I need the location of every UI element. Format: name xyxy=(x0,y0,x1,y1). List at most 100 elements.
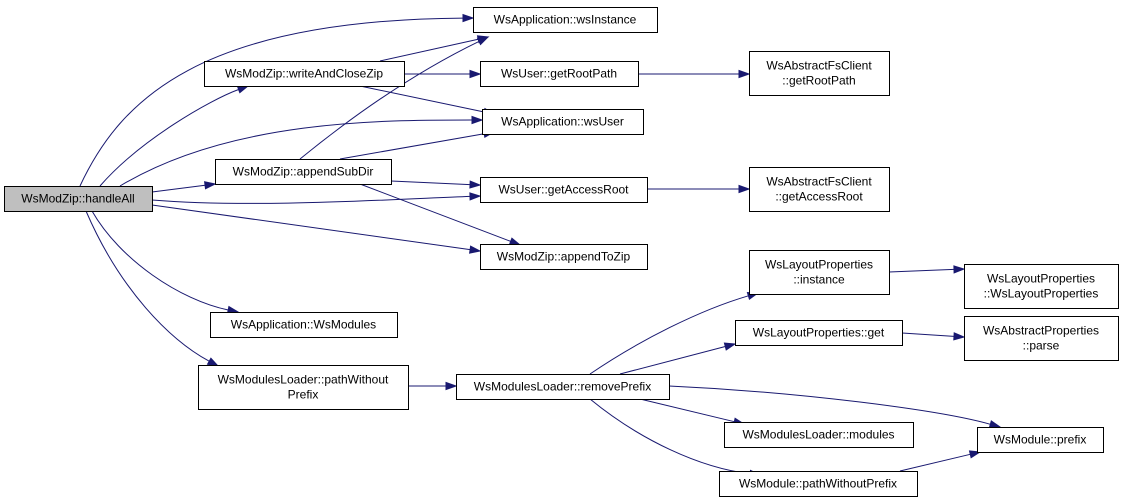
edge-line xyxy=(899,453,971,472)
node-box xyxy=(204,61,405,87)
node-label: WsModZip::appendSubDir xyxy=(233,165,374,179)
node-label: ::parse xyxy=(1023,339,1060,353)
edge-line xyxy=(99,89,239,187)
arrowhead xyxy=(469,245,482,254)
node-layout-ctor[interactable]: WsLayoutProperties::WsLayoutProperties xyxy=(964,264,1119,309)
edge-line xyxy=(359,85,485,113)
edge-line xyxy=(379,38,479,62)
edge-line xyxy=(888,268,955,273)
node-layout-instance[interactable]: WsLayoutProperties::instance xyxy=(749,250,890,295)
edge-line xyxy=(668,385,991,425)
node-box xyxy=(749,167,890,212)
node-label: WsAbstractFsClient xyxy=(766,175,872,189)
arrowhead xyxy=(953,265,966,274)
edge-handle-all-to-append-to-zip xyxy=(151,204,482,254)
arrowhead xyxy=(723,342,737,351)
arrowhead xyxy=(462,13,475,23)
node-remove-prefix[interactable]: WsModulesLoader::removePrefix xyxy=(456,374,670,400)
arrowhead xyxy=(988,420,1002,429)
edge-remove-prefix-to-layout-get xyxy=(619,342,737,375)
arrowhead xyxy=(471,115,484,125)
edge-write-and-close-zip-to-ws-instance xyxy=(379,35,490,62)
node-parse[interactable]: WsAbstractProperties::parse xyxy=(964,316,1119,361)
node-get-root-path[interactable]: WsUser::getRootPath xyxy=(480,61,639,87)
edge-line xyxy=(390,180,471,186)
edge-write-and-close-zip-to-ws-user xyxy=(359,85,496,116)
node-path-without-prefix-loader[interactable]: WsModulesLoader::pathWithoutPrefix xyxy=(198,365,409,410)
edge-line xyxy=(151,184,206,193)
node-box xyxy=(480,61,639,87)
node-box xyxy=(473,7,658,33)
edge-append-sub-dir-to-get-access-root xyxy=(390,180,482,189)
node-fs-get-root-path[interactable]: WsAbstractFsClient::getRootPath xyxy=(749,51,890,96)
node-label: ::instance xyxy=(793,273,845,287)
node-box xyxy=(977,427,1104,453)
node-prefix[interactable]: WsModule::prefix xyxy=(977,427,1104,453)
node-box xyxy=(749,51,890,96)
node-box xyxy=(735,320,903,346)
node-label: WsAbstractFsClient xyxy=(766,59,872,73)
arrowhead xyxy=(469,69,482,79)
edge-line xyxy=(589,398,751,475)
node-label: WsModZip::appendToZip xyxy=(497,250,631,264)
edge-line xyxy=(91,210,229,311)
edge-line xyxy=(151,195,471,204)
node-append-to-zip[interactable]: WsModZip::appendToZip xyxy=(480,244,648,270)
node-modules[interactable]: WsModulesLoader::modules xyxy=(724,422,914,448)
node-label: ::getAccessRoot xyxy=(775,190,863,204)
node-label: WsModulesLoader::removePrefix xyxy=(474,380,651,394)
node-write-and-close-zip[interactable]: WsModZip::writeAndCloseZip xyxy=(204,61,405,87)
edge-handle-all-to-path-without-prefix-loader xyxy=(85,210,220,367)
node-label: WsApplication::WsModules xyxy=(231,318,376,332)
edge-layout-get-to-parse xyxy=(901,332,966,341)
node-box xyxy=(4,186,153,212)
node-label: WsLayoutProperties::get xyxy=(753,326,885,340)
arrowhead xyxy=(206,357,220,367)
node-box xyxy=(480,177,648,203)
node-label: WsLayoutProperties xyxy=(765,258,873,272)
node-label: WsApplication::wsInstance xyxy=(494,13,637,27)
node-append-sub-dir[interactable]: WsModZip::appendSubDir xyxy=(215,159,392,185)
node-get-access-root[interactable]: WsUser::getAccessRoot xyxy=(480,177,648,203)
node-label: WsModZip::handleAll xyxy=(21,192,134,206)
node-box xyxy=(456,374,670,400)
node-box xyxy=(724,422,914,448)
node-label: WsModule::prefix xyxy=(994,433,1087,447)
node-ws-user[interactable]: WsApplication::wsUser xyxy=(482,109,644,135)
node-fs-get-access-root[interactable]: WsAbstractFsClient::getAccessRoot xyxy=(749,167,890,212)
edge-handle-all-to-get-access-root xyxy=(151,192,482,204)
edges-layer xyxy=(79,13,1002,478)
arrowhead xyxy=(738,69,751,79)
node-box xyxy=(215,159,392,185)
edge-append-sub-dir-to-ws-instance xyxy=(299,36,490,160)
node-label: WsUser::getRootPath xyxy=(501,67,617,81)
node-path-without-prefix[interactable]: WsModule::pathWithoutPrefix xyxy=(719,471,918,497)
node-box xyxy=(210,312,398,338)
arrowhead xyxy=(476,36,490,46)
node-handle-all[interactable]: WsModZip::handleAll xyxy=(4,186,153,212)
edge-write-and-close-zip-to-get-root-path xyxy=(404,69,482,79)
node-label: Prefix xyxy=(288,388,319,402)
edge-layout-instance-to-layout-ctor xyxy=(888,265,966,274)
node-box xyxy=(719,471,918,497)
node-layout-get[interactable]: WsLayoutProperties::get xyxy=(735,320,903,346)
arrowhead xyxy=(204,181,217,190)
node-label: ::WsLayoutProperties xyxy=(984,287,1099,301)
node-box xyxy=(198,365,409,410)
arrowhead xyxy=(236,85,250,94)
node-label: WsLayoutProperties xyxy=(987,272,1095,286)
edge-line xyxy=(151,204,471,251)
edge-line xyxy=(639,398,735,423)
edge-line xyxy=(85,210,210,362)
edge-handle-all-to-append-sub-dir xyxy=(151,181,217,193)
node-ws-modules[interactable]: WsApplication::WsModules xyxy=(210,312,398,338)
arrowhead xyxy=(469,192,482,201)
arrowhead xyxy=(469,180,482,189)
edge-line xyxy=(79,17,464,187)
node-ws-instance[interactable]: WsApplication::wsInstance xyxy=(473,7,658,33)
edge-handle-all-to-ws-modules xyxy=(91,210,240,314)
edge-line xyxy=(619,346,726,375)
edge-get-access-root-to-fs-get-access-root xyxy=(647,184,751,194)
edge-path-without-prefix-loader-to-remove-prefix xyxy=(408,381,458,391)
